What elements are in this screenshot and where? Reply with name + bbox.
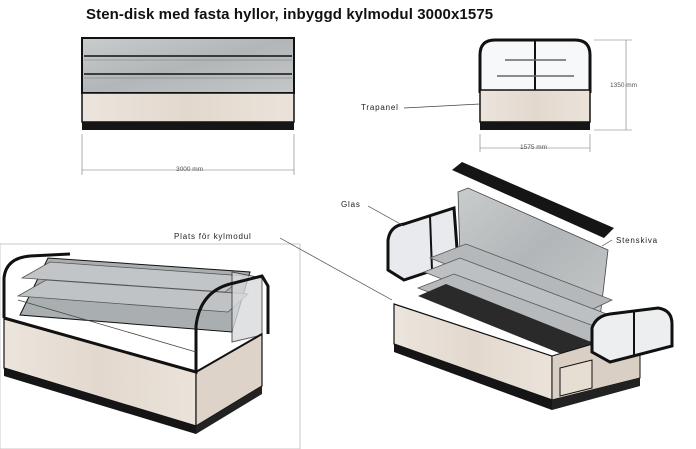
page-title: Sten-disk med fasta hyllor, inbyggd kylm… — [86, 6, 494, 23]
dimension-height: 1350 mm — [610, 82, 638, 89]
label-trapanel: Trapanel — [361, 103, 399, 112]
side-elevation — [403, 38, 632, 152]
label-glas: Glas — [341, 200, 361, 209]
dimension-depth: 1575 mm — [520, 144, 548, 151]
exploded-view — [367, 162, 674, 410]
perspective-view — [0, 237, 393, 449]
label-plats-for-kylmodul: Plats för kylmodul — [174, 232, 252, 241]
dimension-width: 3000 mm — [176, 166, 204, 173]
front-elevation — [81, 37, 295, 175]
label-stenskiva: Stenskiva — [616, 236, 658, 245]
